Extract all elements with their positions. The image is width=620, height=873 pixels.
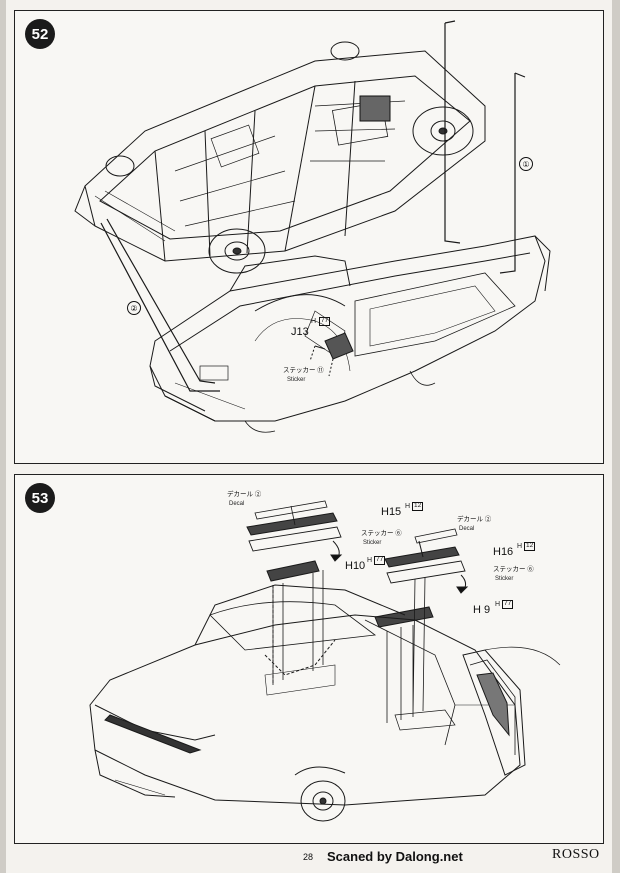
right-sill-parts (374, 528, 469, 723)
brand-logo: ROSSO (552, 847, 600, 862)
label-decal-2-jp-left: デカール ② (227, 491, 262, 498)
scan-edge-right (612, 0, 620, 873)
label-h16-runner: H (517, 543, 523, 550)
label-sticker-6-jp-right: ステッカー ⑥ (493, 566, 534, 573)
label-decal-en-right: Decal (459, 526, 475, 532)
label-h9: H 9 (473, 604, 491, 616)
part-j13 (309, 332, 354, 377)
step-52-panel: 52 (14, 10, 604, 464)
label-h9-runner: H (495, 601, 501, 608)
label-h15-runner: H (405, 503, 411, 510)
open-door (462, 646, 561, 776)
guide-lines (100, 20, 526, 392)
label-h15-runner-no: 12 (412, 502, 424, 511)
label-h9-runner-no: 77 (502, 600, 514, 609)
label-decal-2-jp-right: デカール ② (457, 516, 492, 523)
label-h10-runner: H (367, 557, 373, 564)
label-j13: J13 (291, 326, 309, 338)
rear-wheel (294, 766, 346, 822)
step-53-badge: 53 (25, 483, 55, 513)
label-h16: H16 (493, 546, 514, 558)
label-sticker-6-jp-left: ステッカー ⑥ (361, 530, 402, 537)
car-body-rear (89, 584, 521, 806)
scan-credit: Scaned by Dalong.net (327, 849, 463, 864)
car-body-shell (149, 235, 551, 433)
label-sticker-11-jp: ステッカー ⑪ (283, 367, 324, 374)
label-sticker-en-right: Sticker (495, 576, 514, 582)
label-decal-en-left: Decal (229, 501, 245, 507)
callout-1: ① (519, 157, 533, 171)
label-sticker-en-left: Sticker (363, 540, 382, 546)
callout-2: ② (127, 301, 141, 315)
page-number: 28 (303, 852, 314, 862)
label-j13-runner: H (311, 318, 317, 325)
step-53-illustration (89, 500, 561, 822)
left-sill-parts (246, 500, 343, 685)
step-53-panel: 53 (14, 474, 604, 844)
label-sticker-11-en: Sticker (287, 377, 306, 383)
label-h15: H15 (381, 506, 402, 518)
label-h10-runner-no: 77 (374, 556, 386, 565)
chassis-floor-pan (74, 50, 486, 262)
label-h16-runner-no: 12 (524, 542, 536, 551)
scan-edge-left (0, 0, 6, 873)
label-j13-runner-no: 77 (319, 317, 331, 326)
label-h10: H10 (345, 560, 366, 572)
step-52-illustration (74, 20, 551, 433)
step-52-badge: 52 (25, 19, 55, 49)
